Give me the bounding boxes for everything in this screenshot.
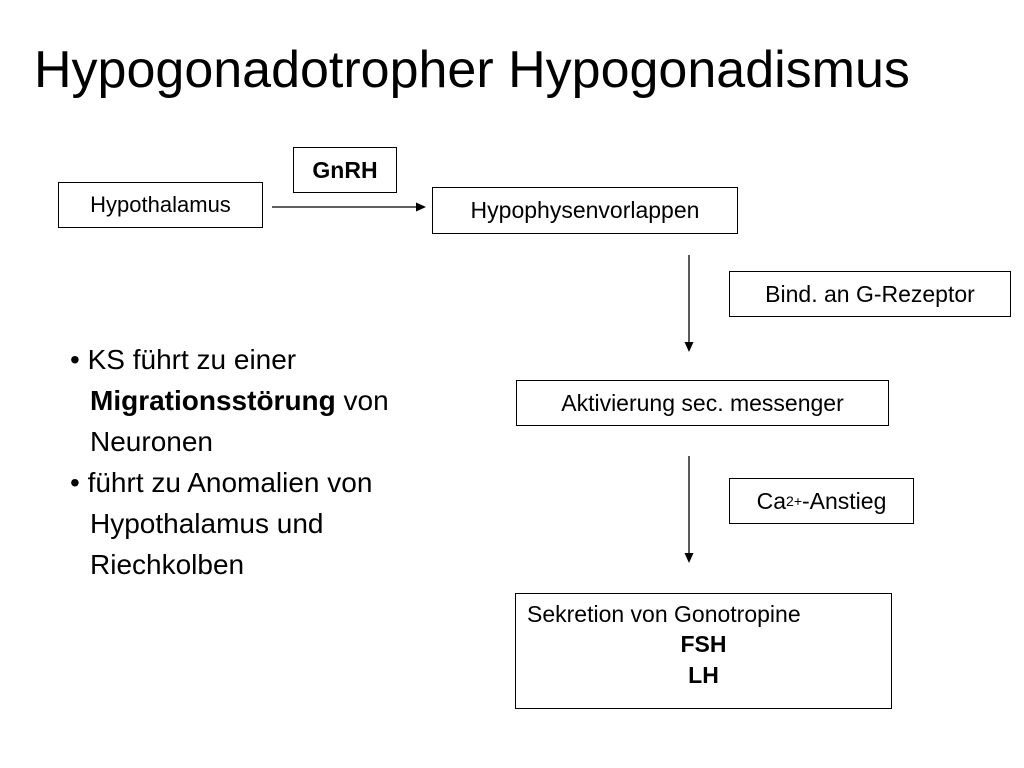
bullet-2-line-2: Hypothalamus und: [90, 508, 324, 539]
calcium-base: Ca: [756, 487, 787, 514]
bullet-2-line-3: Riechkolben: [90, 549, 245, 580]
arrow-messenger-to-sekretion: [684, 456, 694, 563]
sekretion-box: Sekretion von Gonotropine FSH LH: [515, 593, 892, 709]
calcium-rest: -Anstieg: [802, 487, 887, 514]
messenger-box: Aktivierung sec. messenger: [516, 380, 889, 426]
bullet-1-after-bold: von: [335, 385, 389, 416]
bullet-1-line-2: Migrationsstörung von: [70, 380, 490, 421]
arrow-hypophyse-to-messenger: [684, 255, 694, 352]
bullet-1-line-1: • KS führt zu einer: [70, 344, 297, 375]
gnrh-box: GnRH: [293, 147, 397, 193]
sekretion-label: Sekretion von Gonotropine: [527, 601, 801, 627]
hypothalamus-box: Hypothalamus: [58, 182, 263, 228]
hypophyse-box: Hypophysenvorlappen: [432, 187, 738, 234]
bullet-2-line-1: • führt zu Anomalien von: [70, 467, 373, 498]
page-title: Hypogonadotropher Hypogonadismus: [34, 41, 910, 99]
arrow-hypothalamus-to-hypophyse: [272, 202, 426, 212]
bullet-1-line-3: Neuronen: [90, 426, 213, 457]
bullet-list: • KS führt zu einer Migrationsstörung vo…: [70, 339, 490, 585]
hormone-fsh: FSH: [680, 631, 727, 658]
rezeptor-box: Bind. an G-Rezeptor: [729, 271, 1011, 317]
bullet-1-bold-term: Migrationsstörung: [90, 385, 336, 416]
hormone-lh: LH: [688, 661, 719, 688]
